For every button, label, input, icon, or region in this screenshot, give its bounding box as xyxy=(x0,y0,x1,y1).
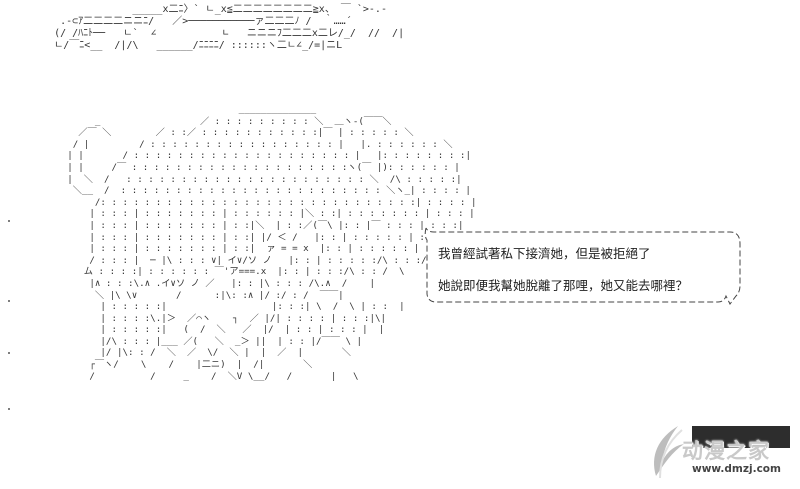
edge-mark xyxy=(8,300,10,302)
watermark-box xyxy=(692,426,790,448)
watermark: 动漫之家 www.dmzj.com xyxy=(648,424,796,482)
watermark-title: 动漫之家 xyxy=(682,439,770,463)
edge-mark xyxy=(8,220,10,222)
edge-mark xyxy=(8,408,10,410)
speech-bubble-border xyxy=(424,227,741,305)
speech-line-1: 我曾經試著私下接濟她，但是被拒絕了 xyxy=(438,246,651,261)
watermark-url: www.dmzj.com xyxy=(692,463,781,475)
ascii-art-figure: ______________ _ ／ : : : : : : : : : ＼ ＿… xyxy=(67,104,477,382)
edge-mark xyxy=(8,352,10,354)
swoosh-logo-icon xyxy=(654,426,684,479)
speech-line-2: 她說即便我幫她脫離了那哩，她又能去哪裡？ xyxy=(438,278,689,293)
ascii-art-header: _____x二ﾆ〉` ㄴ_x≦二二二二二二二二≧x、 ￣ `>-.- .-⊂ｱ二… xyxy=(54,4,405,51)
speech-bubble: 我曾經試著私下接濟她，但是被拒絕了 她說即便我幫她脫離了那哩，她又能去哪裡？ xyxy=(418,222,741,305)
